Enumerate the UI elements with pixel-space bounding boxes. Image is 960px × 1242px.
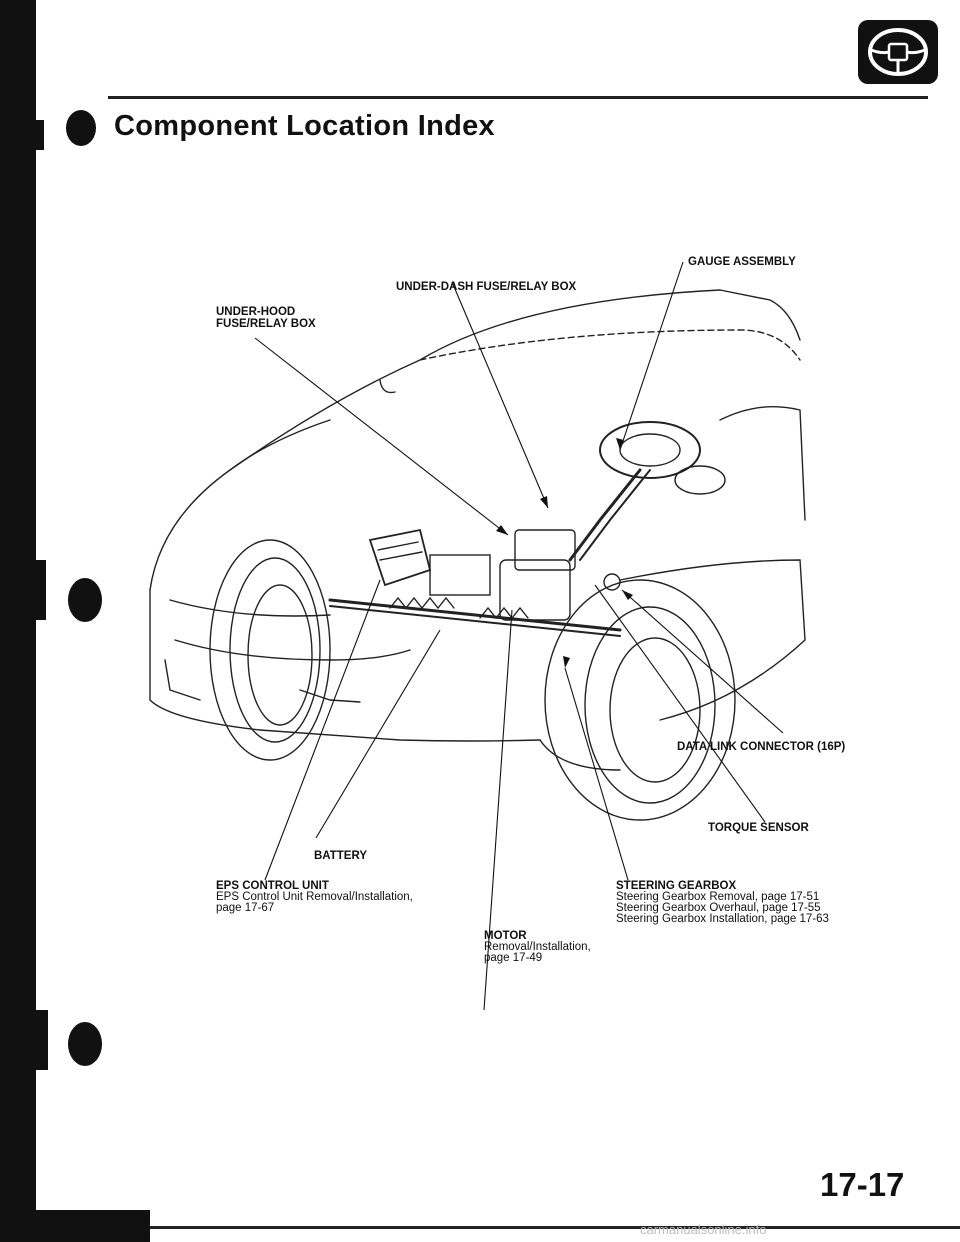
- footer-rule: [150, 1226, 960, 1229]
- label-under-dash-fuse-box: UNDER-DASH FUSE/RELAY BOX: [396, 281, 577, 293]
- eps-control-unit-ref: EPS Control Unit Removal/Installation,: [216, 891, 413, 903]
- label-gauge-assembly: GAUGE ASSEMBLY: [688, 256, 796, 268]
- motor-ref: Removal/Installation,: [484, 941, 591, 953]
- punch-hole-bottom: [68, 1022, 102, 1066]
- watermark: carmanualsonline.info: [640, 1222, 767, 1237]
- label-torque-sensor: TORQUE SENSOR: [708, 822, 809, 834]
- binding-notch-bottom: [0, 1010, 48, 1070]
- section-bullet: [66, 110, 96, 146]
- motor-page: page 17-49: [484, 952, 543, 964]
- steering-gearbox-ref-overhaul: Steering Gearbox Overhaul, page 17-55: [616, 902, 821, 914]
- page-title: Component Location Index: [114, 110, 495, 142]
- binding-notch-top: [0, 120, 44, 150]
- page-number: 17-17: [820, 1166, 905, 1203]
- label-motor: MOTOR: [484, 930, 527, 942]
- punch-hole-middle: [68, 578, 102, 622]
- label-under-hood-line1: UNDER-HOOD: [216, 306, 296, 318]
- label-under-hood-line2: FUSE/RELAY BOX: [216, 318, 316, 330]
- binding-notch-mid: [0, 560, 46, 620]
- label-steering-gearbox: STEERING GEARBOX: [616, 880, 737, 892]
- label-eps-control-unit: EPS CONTROL UNIT: [216, 880, 329, 892]
- steering-gearbox-ref-removal: Steering Gearbox Removal, page 17-51: [616, 891, 820, 903]
- steering-wheel-icon: [858, 20, 938, 84]
- label-data-link-connector: DATA LINK CONNECTOR (16P): [677, 741, 846, 753]
- label-battery: BATTERY: [314, 850, 368, 862]
- header-rule: [108, 96, 928, 99]
- steering-gearbox-ref-installation: Steering Gearbox Installation, page 17-6…: [616, 913, 829, 925]
- footer-bar: [0, 1210, 150, 1242]
- eps-control-unit-page: page 17-67: [216, 902, 275, 914]
